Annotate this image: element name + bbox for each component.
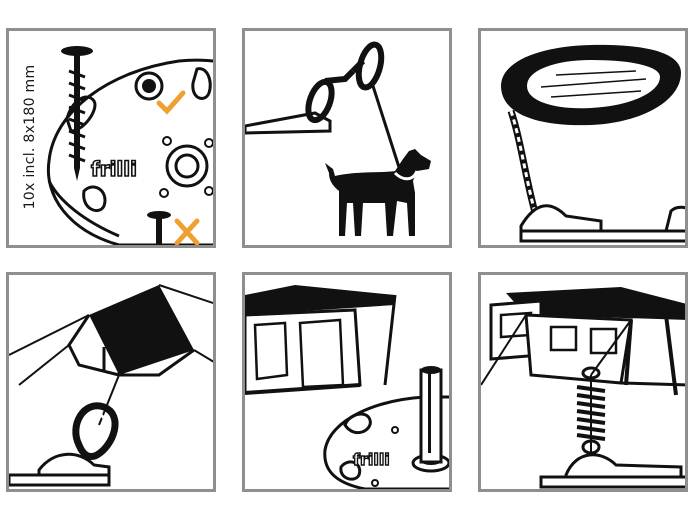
- panel-tent-carabiner: [6, 272, 216, 492]
- tent-carabiner-illustration: [9, 284, 213, 487]
- brand-logo: frilli: [353, 450, 390, 469]
- brand-logo: frilli: [91, 157, 137, 181]
- dog-leash-illustration: [245, 41, 431, 236]
- anchor-plate-illustration: frilli: [46, 46, 213, 245]
- panel-dog-leash: [242, 28, 452, 248]
- awning-parasol-illustration: frilli: [245, 285, 449, 489]
- boat-rope-illustration: [501, 44, 685, 243]
- check-icon: [156, 90, 186, 115]
- panel-boat-rope: [478, 28, 688, 248]
- cross-icon: [174, 218, 200, 245]
- awning-spring-illustration: [481, 287, 685, 489]
- panel-awning-parasol: frilli: [242, 272, 452, 492]
- panel-awning-spring: [478, 272, 688, 492]
- panel-screw-pegs: 10x incl. 8x180 mm frilli: [6, 28, 216, 248]
